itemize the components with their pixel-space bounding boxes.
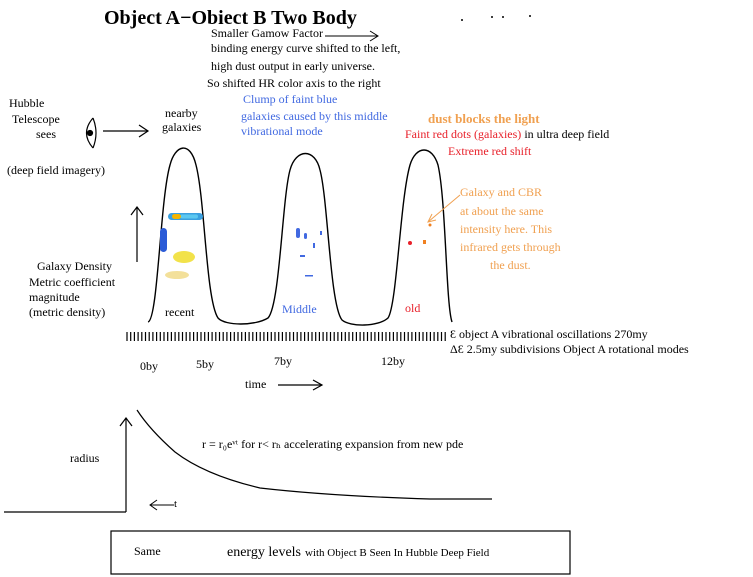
faint-red-dots-label: Faint red dots (galaxies) in ultra deep … (405, 127, 610, 142)
galaxy-blobs-middle (296, 228, 322, 277)
radius-decay-curve (136, 409, 492, 500)
yaxis-label-2: Metric coefficient (29, 275, 116, 289)
footer-energy-levels: energy levels (227, 545, 301, 560)
hubble-label-3: sees (36, 127, 56, 141)
footer-rest: with Object B Seen In Hubble Deep Field (305, 547, 490, 559)
footer-text: energy levels with Object B Seen In Hubb… (227, 543, 489, 561)
density-axis-arrow (130, 206, 144, 262)
page-title: Object A−Obiect B Two Body (104, 7, 357, 29)
time-label: time (245, 377, 267, 391)
oscillation-note-2: ΔƐ 2.5my subdivisions Object A rotationa… (450, 342, 689, 356)
yaxis-label-1: Galaxy Density (37, 259, 112, 273)
gamow-note-4: So shifted HR color axis to the right (207, 76, 381, 90)
clump-note-3: vibrational mode (241, 124, 323, 138)
deep-field-label: (deep field imagery) (7, 163, 105, 177)
cbr-note-2: at about the same (460, 204, 544, 218)
footer-same: Same (134, 544, 161, 558)
middle-label: Middle (282, 302, 317, 316)
gamow-note-1: Smaller Gamow Factor (211, 26, 323, 40)
radius-axes (4, 417, 133, 513)
cbr-note-5: the dust. (490, 258, 531, 272)
gamow-note-3: high dust output in early universe. (211, 59, 375, 73)
dust-blocks-label: dust blocks the light (428, 111, 540, 126)
yaxis-label-4: (metric density) (29, 305, 106, 319)
radius-label: radius (70, 451, 100, 465)
galaxy-blobs-recent (160, 213, 203, 279)
clump-note-1: Clump of faint blue (243, 92, 338, 106)
hubble-label-2: Telescope (12, 112, 60, 126)
ultra-deep-text: in ultra deep field (524, 127, 610, 141)
gamow-note-2: binding energy curve shifted to the left… (211, 41, 401, 55)
title-dots (461, 15, 531, 21)
time-arrow (278, 379, 324, 391)
faint-red-dots-text: Faint red dots (galaxies) (405, 127, 522, 141)
recent-label: recent (165, 305, 195, 319)
galaxy-blobs-old (408, 223, 432, 245)
gamow-arrow (325, 30, 379, 42)
hubble-label-1: Hubble (9, 96, 45, 110)
nearby-label-2: galaxies (162, 120, 202, 134)
tick-label-5by: 5by (196, 357, 214, 371)
oscillation-note-1: Ɛ object A vibrational oscillations 270m… (450, 327, 648, 341)
cbr-note-3: intensity here. This (460, 222, 553, 236)
old-label: old (405, 301, 421, 315)
tick-label-7by: 7by (274, 354, 292, 368)
clump-note-2: galaxies caused by this middle (241, 109, 388, 123)
cbr-note-1: Galaxy and CBR (460, 185, 542, 199)
eye-icon (85, 117, 97, 149)
tick-label-0by: 0by (140, 359, 158, 373)
t-axis-label: t (174, 498, 178, 510)
yaxis-label-3: magnitude (29, 290, 80, 304)
oscillation-curve (147, 147, 453, 326)
eye-arrow (103, 124, 150, 138)
footer-box (110, 530, 571, 575)
nearby-label-1: nearby (165, 106, 198, 120)
cbr-arrow (427, 194, 461, 223)
extreme-red-shift-label: Extreme red shift (448, 144, 532, 158)
oscillation-ticks (126, 332, 446, 341)
cbr-note-4: infrared gets through (460, 240, 561, 254)
tick-label-12by: 12by (381, 354, 405, 368)
expansion-equation: r = r₀eᵛᵗ for r< rₕ accelerating expansi… (202, 437, 464, 451)
t-arrow (149, 499, 174, 511)
